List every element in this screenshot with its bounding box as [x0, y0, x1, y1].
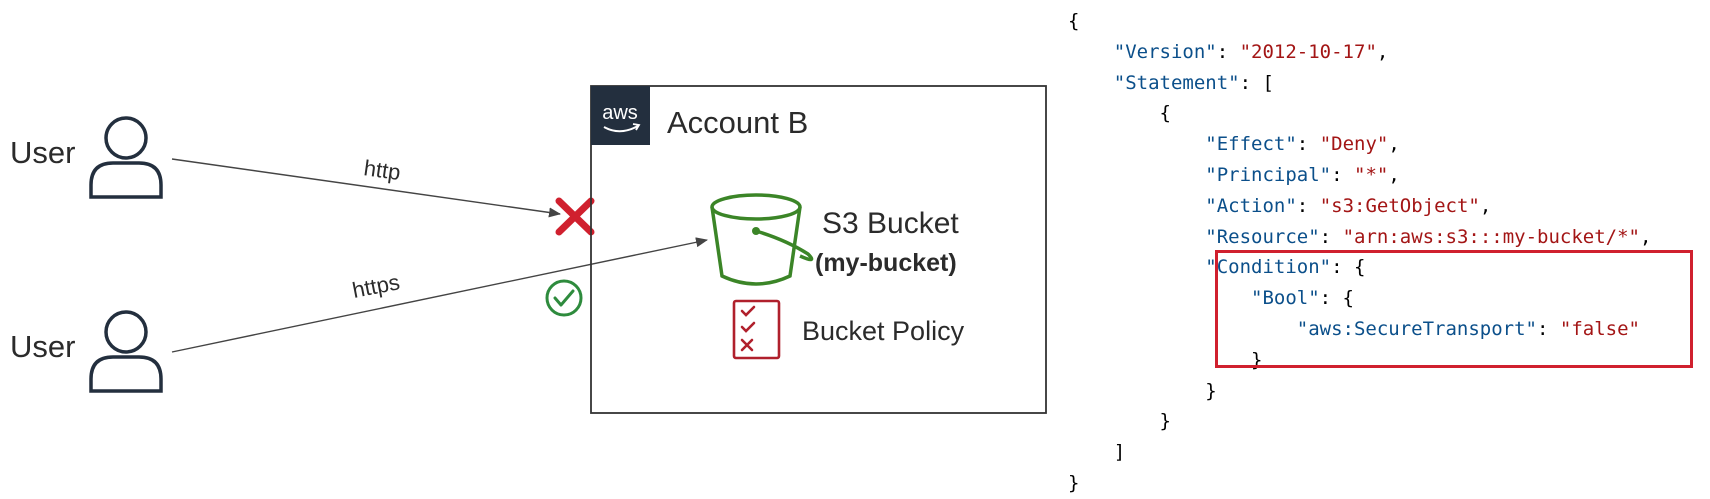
deny-x-icon	[555, 197, 595, 236]
json-line-10: "Bool": {	[1251, 287, 1354, 310]
bucket-name: (my-bucket)	[815, 249, 957, 277]
json-line-11: "aws:SecureTransport": "false"	[1296, 317, 1640, 340]
bucket-policy-label: Bucket Policy	[802, 316, 965, 346]
json-line-4: {	[1068, 102, 1171, 125]
json-line-2: "Version": "2012-10-17",	[1113, 40, 1389, 63]
http-request-arrow	[171, 158, 561, 218]
json-line-6: "Principal": "*",	[1205, 163, 1400, 186]
json-line-14: }	[1068, 410, 1171, 433]
account-title: Account B	[667, 105, 808, 140]
json-line-8: "Resource": "arn:aws:s3:::my-bucket/*",	[1205, 225, 1652, 248]
json-line-9: "Condition": {	[1205, 256, 1366, 279]
user-label-2: User	[10, 329, 75, 364]
architecture-diagram: User User http https aws Account B	[10, 85, 1047, 414]
user-icon	[89, 310, 163, 393]
json-line-12: }	[1068, 348, 1263, 371]
bucket-title: S3 Bucket	[822, 207, 959, 240]
json-line-3: "Statement": [	[1113, 71, 1274, 94]
user-icon	[89, 116, 163, 199]
condition-highlight-box	[1215, 250, 1693, 368]
bucket-policy-json: { "Version": "2012-10-17", "Statement": …	[1068, 6, 1651, 499]
json-line-15: ]	[1068, 441, 1126, 464]
account-b-boundary	[590, 85, 1047, 414]
s3-bucket-icon	[710, 193, 814, 286]
svg-text:aws: aws	[602, 102, 638, 124]
json-line-7: "Action": "s3:GetObject",	[1205, 194, 1492, 217]
allow-check-icon	[545, 279, 583, 317]
json-line-5: "Effect": "Deny",	[1205, 133, 1400, 156]
json-line-1: {	[1068, 10, 1080, 32]
https-label: https	[350, 269, 402, 303]
json-line-13: }	[1068, 379, 1217, 402]
bucket-policy-icon	[732, 299, 781, 360]
json-line-16: }	[1068, 471, 1080, 494]
user-label-1: User	[10, 135, 75, 170]
http-label: http	[362, 155, 402, 185]
https-request-arrow	[171, 237, 708, 353]
aws-logo: aws	[591, 86, 650, 145]
